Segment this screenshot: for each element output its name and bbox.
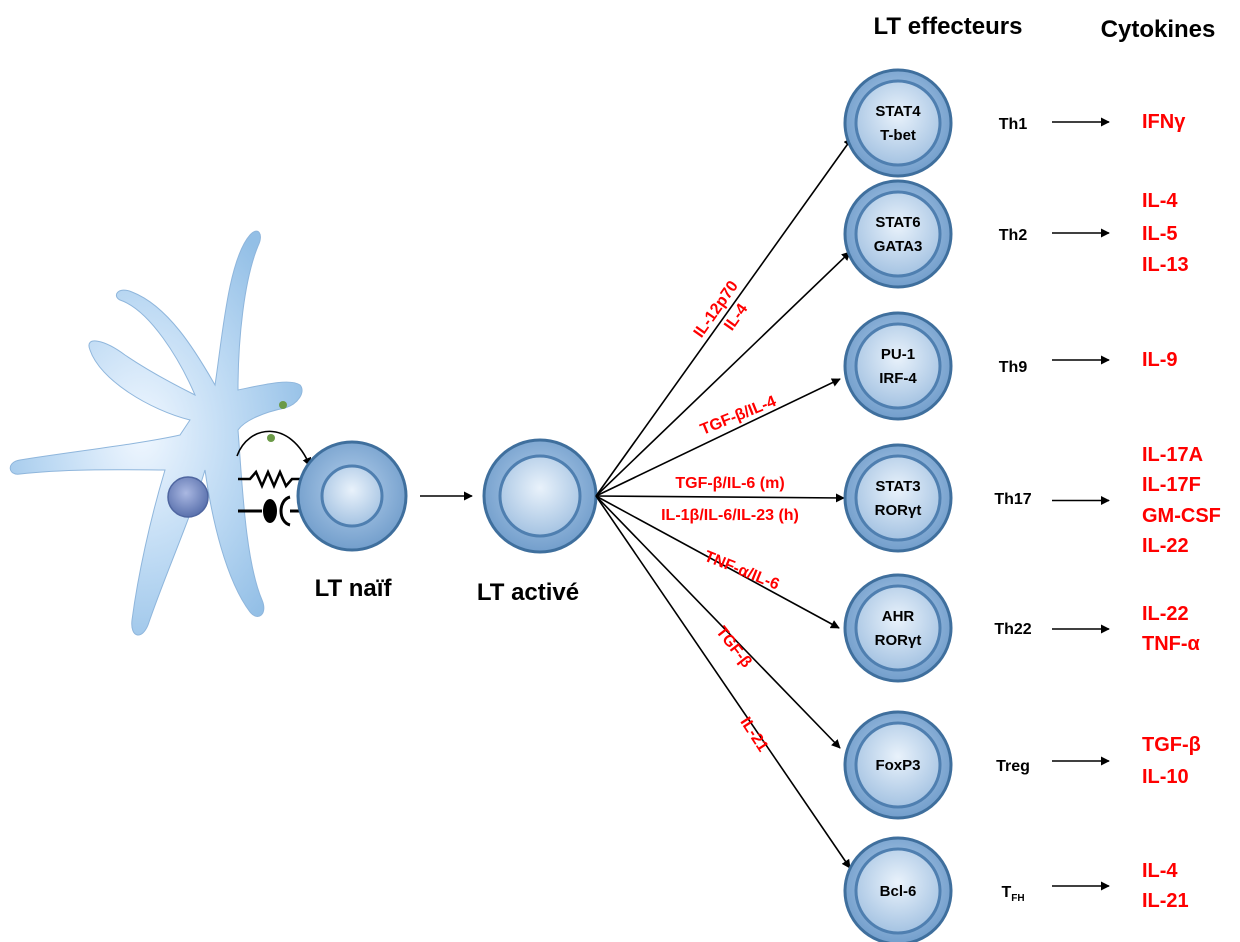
transcription-factor-label: RORγt xyxy=(875,502,922,519)
cytokine-label: IL-17A xyxy=(1142,444,1203,466)
activated-label: LT activé xyxy=(477,579,579,606)
cytokine-label: IFNγ xyxy=(1142,111,1186,133)
cytokines-header: Cytokines xyxy=(1101,16,1216,43)
polarizing-signal-label: IL-21 xyxy=(736,714,771,755)
cytokine-label: GM-CSF xyxy=(1142,505,1221,527)
transcription-factor-label: PU-1 xyxy=(881,346,915,363)
cytokine-label: IL-5 xyxy=(1142,223,1178,245)
transcription-factor-label: T-bet xyxy=(880,127,916,144)
cytokine-label: IL-22 xyxy=(1142,535,1189,557)
subset-label: Th22 xyxy=(994,621,1031,638)
effector-cell-nucleus xyxy=(854,584,942,672)
cytokine-label: IL-22 xyxy=(1142,603,1189,625)
transcription-factor-label: STAT6 xyxy=(875,214,920,231)
polarizing-signal-label: TGF-β/IL-6 (m) xyxy=(675,475,784,492)
cytokine-label: IL-10 xyxy=(1142,766,1189,788)
transcription-factor-label: IRF-4 xyxy=(879,370,917,387)
polarizing-signal-label: TGF-β xyxy=(712,623,755,671)
differentiation-arrow xyxy=(595,495,851,869)
transcription-factor-label: FoxP3 xyxy=(875,757,920,774)
transcription-factor-label: STAT3 xyxy=(875,478,920,495)
costimulatory-receptor xyxy=(279,495,291,527)
polarizing-signal-label: TGF-β/IL-4 xyxy=(698,393,779,439)
naive-label: LT naïf xyxy=(315,575,393,602)
dendritic-cell-nucleus xyxy=(167,476,209,518)
transcription-factor-label: Bcl-6 xyxy=(880,883,917,900)
subset-label: Th2 xyxy=(999,227,1028,244)
subset-label: TFH xyxy=(1001,884,1024,904)
differentiation-arrow xyxy=(595,493,845,503)
effector-cell-nucleus xyxy=(854,322,942,410)
effector-cell-nucleus xyxy=(854,454,942,542)
naive-t-cell-nucleus xyxy=(320,464,384,528)
cytokine-label: IL-21 xyxy=(1142,890,1189,912)
effector-cell-nucleus xyxy=(854,79,942,167)
cytokine-label: IL-9 xyxy=(1142,349,1178,371)
polarizing-signal-label: IL-1β/IL-6/IL-23 (h) xyxy=(661,507,799,524)
transcription-factor-label: AHR xyxy=(882,608,915,625)
cytokine-label: IL-13 xyxy=(1142,254,1189,276)
transcription-factor-label: RORγt xyxy=(875,632,922,649)
subset-label: Th1 xyxy=(999,116,1028,133)
effector-cell-nucleus xyxy=(854,847,942,935)
costimulatory-molecule xyxy=(263,499,277,523)
dendritic-cell xyxy=(9,230,312,636)
activated-t-cell-nucleus xyxy=(498,454,582,538)
differentiation-arrow xyxy=(595,495,841,749)
effector-cell-nucleus xyxy=(854,721,942,809)
transcription-factor-label: STAT4 xyxy=(875,103,921,120)
activated-t-cell xyxy=(482,438,598,554)
cytokine-label: TGF-β xyxy=(1142,734,1201,756)
tcr-mhc-interaction xyxy=(238,468,302,490)
cytokine-label: IL-17F xyxy=(1142,474,1201,496)
cytokine-vesicle xyxy=(267,434,275,442)
differentiation-arrow xyxy=(595,495,840,629)
cytokine-label: TNF-α xyxy=(1142,633,1201,655)
effector-cell-nucleus xyxy=(854,190,942,278)
naive-t-cell xyxy=(296,440,408,552)
subset-label: Th9 xyxy=(999,359,1028,376)
effectors-header: LT effecteurs xyxy=(874,13,1023,40)
cytokine-label: IL-4 xyxy=(1142,860,1178,882)
subset-label: Treg xyxy=(996,758,1030,775)
differentiation-arrow xyxy=(595,378,841,497)
subset-label: Th17 xyxy=(994,491,1031,508)
transcription-factor-label: GATA3 xyxy=(874,238,923,255)
cytokine-label: IL-4 xyxy=(1142,190,1178,212)
differentiation-arrow xyxy=(595,251,851,497)
cytokine-vesicle xyxy=(279,401,287,409)
secretion-arrow xyxy=(236,430,312,467)
differentiation-arrow xyxy=(595,137,853,497)
polarizing-signal-label: TNF-α/IL-6 xyxy=(702,548,782,593)
